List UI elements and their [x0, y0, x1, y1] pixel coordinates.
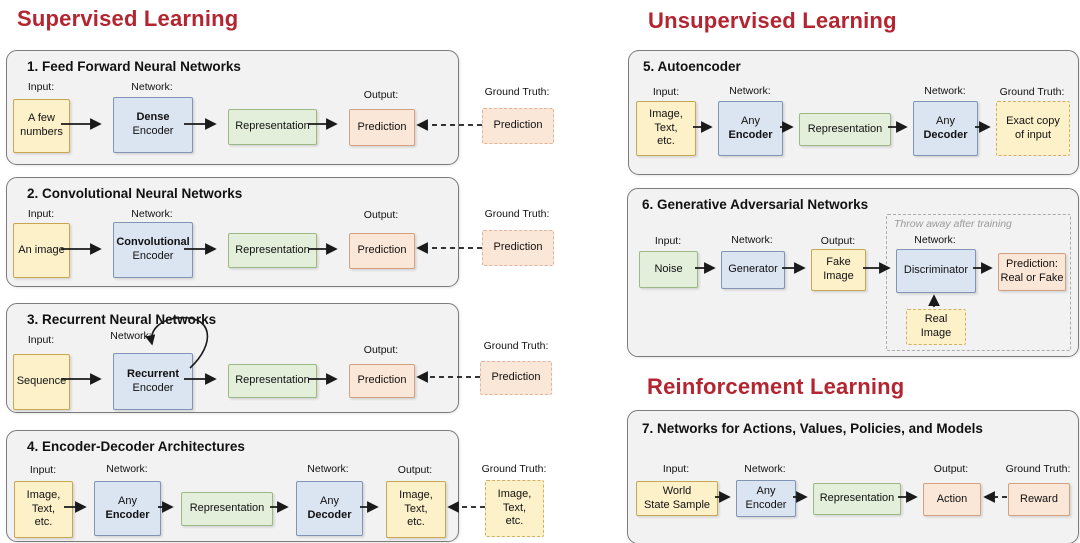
input-box: World State Sample [636, 481, 718, 516]
encoder-box: Any Encoder [736, 480, 796, 517]
input-label: Input: [652, 86, 680, 98]
noise-box: Noise [639, 251, 698, 288]
input-box: Image, Text, etc. [636, 101, 696, 156]
ground-truth-box: Exact copy of input [996, 101, 1070, 156]
unsupervised-learning-header: Unsupervised Learning [648, 8, 897, 33]
ground-truth-box: Prediction [480, 361, 552, 395]
decoder-box: Any Decoder [913, 101, 978, 156]
real-image-box: Real Image [906, 309, 966, 345]
output-box: Prediction [349, 364, 415, 398]
output-label: Output: [363, 344, 399, 356]
network-label: Network: [924, 85, 966, 97]
panel-title-text: Networks for Actions, Values, Policies, … [657, 421, 983, 436]
network-label: Network: [731, 234, 773, 246]
throw-away-note: Throw away after training [894, 218, 1012, 230]
network-label: Network: [131, 208, 173, 220]
network-label: Network: [914, 234, 956, 246]
output-label: Output: [397, 464, 433, 476]
output-box: Prediction [349, 233, 415, 269]
representation-box: Representation [228, 109, 317, 145]
network-box: Convolutional Encoder [113, 222, 193, 278]
panel-title: 2. Convolutional Neural Networks [27, 186, 242, 201]
panel-number: 1. [27, 59, 39, 74]
ground-truth-box: Prediction [482, 108, 554, 144]
panel-number: 4. [27, 439, 39, 454]
network-label: Network: [131, 81, 173, 93]
panel-number: 2. [27, 186, 39, 201]
ground-truth-box: Image, Text, etc. [485, 480, 544, 537]
panel-convolutional: 2. Convolutional Neural Networks Input: … [6, 177, 459, 287]
panel-title-text: Generative Adversarial Networks [657, 197, 869, 212]
input-box: A few numbers [13, 99, 70, 153]
representation-box: Representation [228, 364, 317, 398]
network-box: Recurrent Encoder [113, 353, 193, 410]
output-box: Prediction [349, 109, 415, 146]
panel-number: 3. [27, 312, 39, 327]
output-label: Output: [820, 235, 856, 247]
panel-number: 5. [643, 59, 655, 74]
reinforcement-learning-header: Reinforcement Learning [647, 374, 905, 399]
encoder-box: Any Encoder [94, 481, 161, 536]
supervised-learning-header: Supervised Learning [17, 6, 239, 31]
representation-box: Representation [181, 492, 273, 526]
output-label: Output: [363, 209, 399, 221]
input-box: An image [13, 223, 70, 278]
discriminator-box: Discriminator [896, 249, 976, 293]
panel-number: 6. [642, 197, 654, 212]
panel-title-text: Autoencoder [657, 59, 741, 74]
network-box: Dense Encoder [113, 97, 193, 153]
panel-title-text: Recurrent Neural Networks [42, 312, 217, 327]
throw-away-region [886, 214, 1071, 351]
panel-rl-networks: 7. Networks for Actions, Values, Policie… [627, 410, 1079, 543]
input-label: Input: [29, 464, 57, 476]
ground-truth-label: Ground Truth: [484, 208, 550, 220]
panel-gan: 6. Generative Adversarial Networks Throw… [627, 188, 1079, 357]
ground-truth-label: Ground Truth: [481, 463, 547, 475]
input-label: Input: [654, 235, 682, 247]
input-label: Input: [27, 334, 55, 346]
output-label: Output: [933, 463, 969, 475]
panel-title: 5. Autoencoder [643, 59, 741, 74]
ground-truth-label: Ground Truth: [483, 340, 549, 352]
panel-encoder-decoder: 4. Encoder-Decoder Architectures Input: … [6, 430, 459, 542]
action-box: Action [923, 483, 981, 516]
prediction-box: Prediction: Real or Fake [998, 253, 1066, 291]
output-label: Output: [363, 89, 399, 101]
panel-feed-forward: 1. Feed Forward Neural Networks Input: N… [6, 50, 459, 165]
reward-box: Reward [1008, 483, 1070, 516]
network-label: Network: [744, 463, 786, 475]
input-box: Image, Text, etc. [14, 481, 73, 538]
ground-truth-label: Ground Truth: [999, 86, 1065, 98]
network-label: Network: [307, 463, 349, 475]
output-box: Image, Text, etc. [386, 481, 446, 538]
representation-box: Representation [799, 113, 891, 146]
network-label: Network: [110, 330, 152, 342]
panel-title: 7. Networks for Actions, Values, Policie… [642, 421, 983, 436]
fake-image-box: Fake Image [811, 249, 866, 291]
network-label: Network: [729, 85, 771, 97]
representation-box: Representation [813, 483, 901, 515]
ground-truth-label: Ground Truth: [1005, 463, 1071, 475]
panel-title: 3. Recurrent Neural Networks [27, 312, 216, 327]
generator-box: Generator [721, 251, 785, 289]
representation-box: Representation [228, 233, 317, 268]
input-label: Input: [27, 81, 55, 93]
panel-autoencoder: 5. Autoencoder Input: Network: Network: … [628, 50, 1079, 175]
input-label: Input: [662, 463, 690, 475]
panel-title-text: Feed Forward Neural Networks [42, 59, 241, 74]
network-label: Network: [106, 463, 148, 475]
panel-title: 1. Feed Forward Neural Networks [27, 59, 241, 74]
decoder-box: Any Decoder [296, 481, 363, 536]
ground-truth-label: Ground Truth: [484, 86, 550, 98]
panel-title: 4. Encoder-Decoder Architectures [27, 439, 245, 454]
panel-recurrent: 3. Recurrent Neural Networks Input: Netw… [6, 303, 459, 413]
ground-truth-box: Prediction [482, 230, 554, 266]
encoder-box: Any Encoder [718, 101, 783, 156]
panel-number: 7. [642, 421, 654, 436]
panel-title-text: Convolutional Neural Networks [42, 186, 243, 201]
panel-title-text: Encoder-Decoder Architectures [42, 439, 245, 454]
panel-title: 6. Generative Adversarial Networks [642, 197, 868, 212]
input-label: Input: [27, 208, 55, 220]
input-box: Sequence [13, 354, 70, 410]
